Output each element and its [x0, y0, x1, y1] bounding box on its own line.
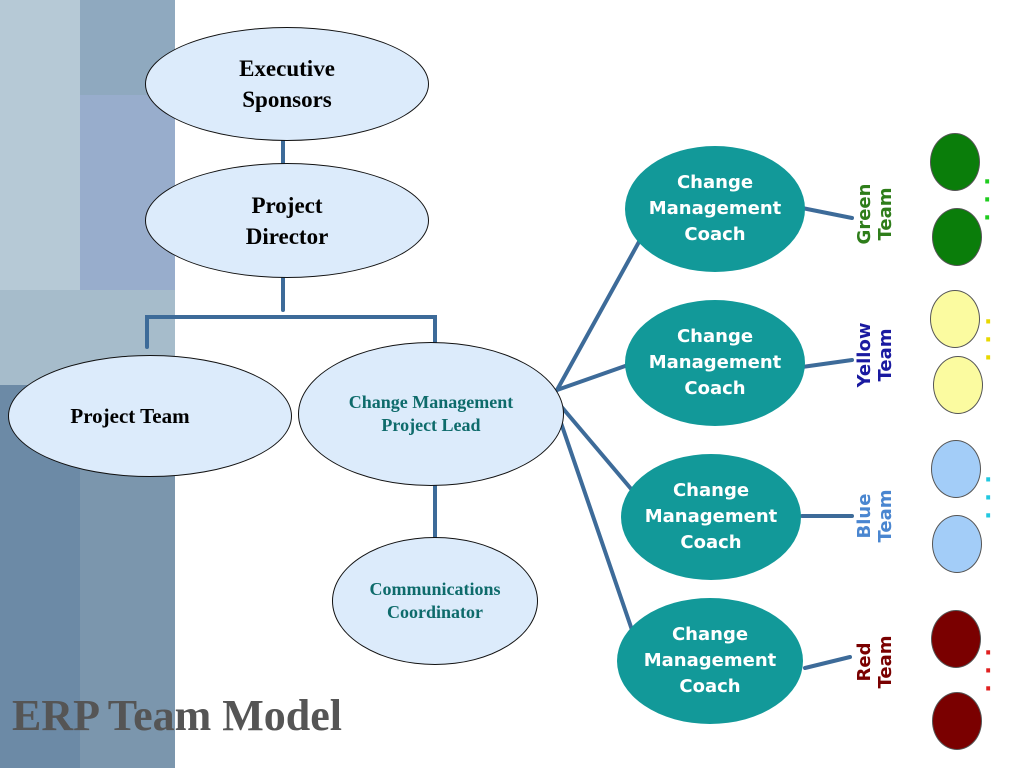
team-label-green: Green Team	[854, 183, 896, 245]
background-block	[80, 95, 175, 290]
team-member-yellow	[933, 356, 983, 414]
ellipsis-dots-yellow: ···	[984, 310, 993, 371]
node-coach-red: Change Management Coach	[617, 598, 803, 724]
node-communications-coordinator: Communications Coordinator	[332, 537, 538, 665]
connector-lead-coach-1	[555, 238, 642, 392]
node-label: Communications Coordinator	[369, 579, 501, 622]
node-project-director: Project Director	[145, 163, 429, 278]
node-project-team: Project Team	[8, 355, 292, 477]
team-label-blue: Blue Team	[854, 489, 896, 543]
node-coach-green: Change Management Coach	[625, 146, 805, 272]
team-member-blue	[931, 440, 981, 498]
background-block	[0, 0, 80, 290]
connector-coach-team-1	[800, 206, 854, 220]
team-member-red	[931, 610, 981, 668]
node-coach-yellow: Change Management Coach	[625, 300, 805, 426]
connector-lead-coach-4	[558, 418, 634, 632]
team-member-green	[932, 208, 982, 266]
connector-coach-team-4	[803, 655, 852, 670]
node-change-management-lead: Change Management Project Lead	[298, 342, 564, 486]
team-member-red	[932, 692, 982, 750]
ellipsis-dots-green: ···	[983, 170, 992, 231]
connector-lead-coach-2	[555, 363, 630, 392]
page-title: ERP Team Model	[12, 691, 343, 740]
connector-bracket	[145, 315, 437, 349]
team-label-yellow: Yellow Team	[854, 322, 896, 388]
node-executive-sponsors: Executive Sponsors	[145, 27, 429, 141]
node-coach-blue: Change Management Coach	[621, 454, 801, 580]
coach-label: Change Management Coach	[648, 172, 782, 245]
team-label-red: Red Team	[854, 635, 896, 689]
ellipsis-dots-red: ···	[984, 641, 993, 702]
connector-lead-coach-3	[558, 403, 634, 492]
connector-coach-team-2	[800, 358, 854, 369]
node-label: Executive Sponsors	[239, 56, 335, 112]
node-label: Project Director	[245, 192, 329, 249]
coach-label: Change Management Coach	[644, 480, 778, 553]
node-label: Project Team	[70, 403, 190, 428]
coach-label: Change Management Coach	[643, 624, 777, 697]
node-label: Change Management Project Lead	[348, 392, 514, 435]
team-member-green	[930, 133, 980, 191]
coach-label: Change Management Coach	[648, 326, 782, 399]
team-member-yellow	[930, 290, 980, 348]
ellipsis-dots-blue: ···	[984, 468, 993, 529]
team-member-blue	[932, 515, 982, 573]
